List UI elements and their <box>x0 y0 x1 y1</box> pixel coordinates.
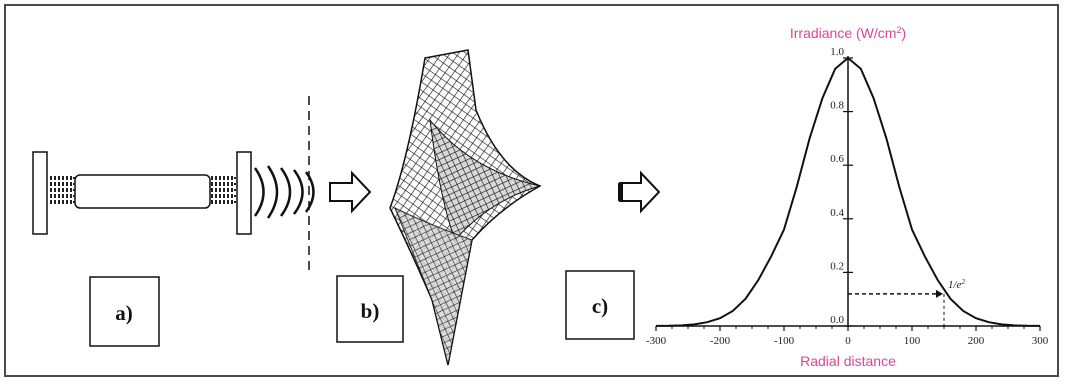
panel-label-c: c) <box>565 270 635 340</box>
arrow-icon <box>329 170 372 214</box>
svg-text:c): c) <box>592 294 608 318</box>
gaussian-3d-mesh <box>389 49 542 366</box>
left-beam-dots <box>49 176 75 204</box>
svg-text:a): a) <box>115 301 133 325</box>
gain-tube <box>74 174 211 209</box>
x-axis-title: Radial distance <box>800 353 896 369</box>
y-tick-label: 0.8 <box>830 100 844 112</box>
y-tick-label: 0.4 <box>830 207 844 219</box>
e2-label: 1/e2 <box>948 278 965 291</box>
right-mirror <box>236 151 252 235</box>
gaussian-profile-chart: 0.0 0.2 0.4 0.6 0.8 1.0 -300 -200 -100 0 100 200 30… <box>646 25 1049 369</box>
x-tick-label: 200 <box>968 335 985 347</box>
arrow-icon <box>618 170 661 214</box>
y-tick-label: 0.2 <box>830 260 844 272</box>
y-axis-title: Irradiance (W/cm2) <box>790 25 906 41</box>
x-tick-label: -200 <box>710 335 731 347</box>
wavefronts <box>253 165 315 219</box>
left-mirror <box>32 151 48 235</box>
x-tick-label: -300 <box>646 335 667 347</box>
x-tick-label: 100 <box>904 335 921 347</box>
laser-cavity-diagram <box>32 96 315 276</box>
panel-label-b: b) <box>336 275 404 343</box>
figure-border <box>4 4 1059 377</box>
gaussian-curve <box>655 56 1041 327</box>
one-over-e-squared-marker: 1/e2 <box>848 278 965 326</box>
x-axis: -300 -200 -100 0 100 200 300 <box>646 325 1049 347</box>
svg-text:b): b) <box>361 299 380 323</box>
y-tick-label: 1.0 <box>830 46 844 58</box>
arrowhead-icon <box>936 289 943 298</box>
x-tick-label: -100 <box>774 335 795 347</box>
right-beam-dots <box>210 176 236 204</box>
x-tick-label: 0 <box>845 335 851 347</box>
y-tick-label: 0.0 <box>830 314 844 326</box>
y-axis: 0.0 0.2 0.4 0.6 0.8 1.0 <box>830 46 853 327</box>
x-tick-label: 300 <box>1032 335 1049 347</box>
panel-label-a: a) <box>89 276 160 347</box>
y-tick-label: 0.6 <box>830 153 844 165</box>
